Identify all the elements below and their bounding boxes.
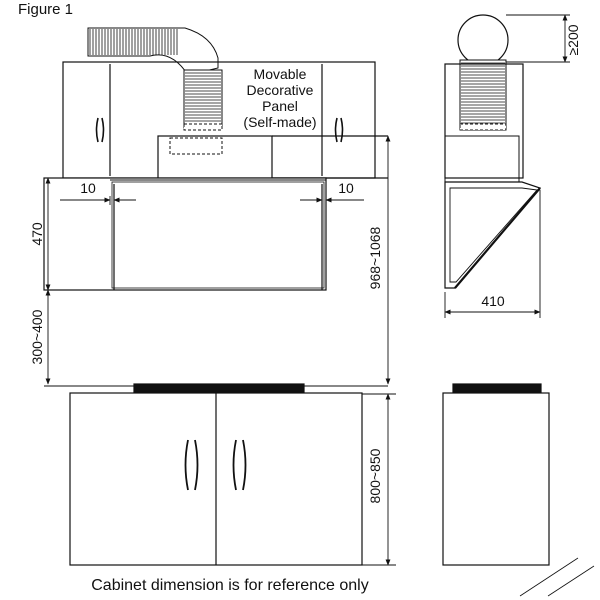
panel-note-line: Movable	[254, 66, 307, 82]
dim-label-clearance: 300~400	[29, 309, 45, 364]
dim-label-gap-right: 10	[338, 180, 354, 196]
dim-label-duct-clearance: ≥200	[565, 24, 581, 55]
cabinet-handle	[184, 439, 199, 491]
dim-label-hood-height: 470	[29, 222, 45, 246]
dim-label-cabinet-height: 800~850	[367, 448, 383, 503]
corner-decoration	[519, 557, 595, 597]
hob-side	[452, 383, 542, 393]
side-view	[442, 14, 550, 566]
panel-note-line: Panel	[262, 98, 298, 114]
flexible-duct	[87, 27, 223, 131]
decorative-panel	[157, 135, 273, 179]
hood-body-front	[43, 177, 327, 291]
panel-note-line: (Self-made)	[243, 114, 316, 130]
side-dimensions	[444, 14, 570, 318]
hob-surface	[133, 383, 305, 393]
front-view	[43, 27, 388, 566]
cabinet-handle	[232, 439, 247, 491]
dim-label-hood-depth: 410	[481, 293, 505, 309]
figure-label: Figure 1	[18, 1, 73, 18]
footer-note: Cabinet dimension is for reference only	[91, 577, 368, 594]
front-dimensions	[45, 135, 396, 566]
cabinet-handle	[334, 117, 344, 143]
duct-circle-top	[457, 14, 509, 66]
dim-label-total-height: 968~1068	[367, 226, 383, 289]
panel-note: Movable Decorative Panel (Self-made)	[243, 66, 316, 130]
panel-note-line: Decorative	[247, 82, 314, 98]
hood-side-profile	[444, 181, 542, 289]
upper-cabinet-side	[444, 63, 524, 179]
base-cabinet-side	[442, 392, 550, 566]
cabinet-handle	[95, 117, 105, 143]
dim-label-gap-left: 10	[80, 180, 96, 196]
